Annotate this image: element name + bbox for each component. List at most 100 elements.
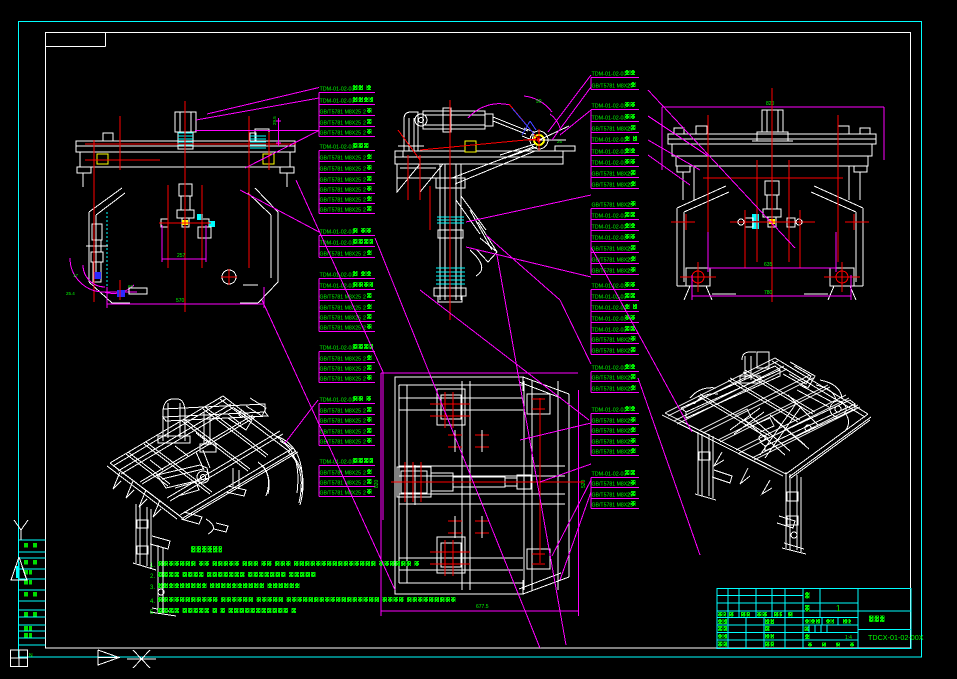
svg-text:2: 2 <box>627 387 630 393</box>
svg-text:2: 2 <box>363 430 366 436</box>
svg-text:TDM-01-02-03: TDM-01-02-03 <box>592 214 627 220</box>
svg-text:90: 90 <box>536 99 542 105</box>
svg-text:2: 2 <box>363 409 366 415</box>
svg-text:2: 2 <box>363 419 366 425</box>
svg-text:GB/T5781 M8X25: GB/T5781 M8X25 <box>592 172 634 178</box>
svg-text:2: 2 <box>363 295 366 301</box>
svg-text:GB/T5781 M8X25: GB/T5781 M8X25 <box>592 338 634 344</box>
svg-text:2: 2 <box>363 208 366 214</box>
svg-text:25: 25 <box>557 139 563 144</box>
svg-text:GB/T5781 M8X25: GB/T5781 M8X25 <box>320 419 362 425</box>
svg-text:2: 2 <box>363 131 366 137</box>
svg-text:GB/T5781 M8X25: GB/T5781 M8X25 <box>320 316 362 322</box>
svg-text:TDM-01-02-03: TDM-01-02-03 <box>592 236 627 242</box>
svg-text:GB/T5781 M8X25: GB/T5781 M8X25 <box>320 409 362 415</box>
svg-text:TDM-01-02-03: TDM-01-02-03 <box>320 241 355 247</box>
svg-text:29.5: 29.5 <box>272 116 277 125</box>
svg-text:60: 60 <box>128 284 134 289</box>
svg-text:GB/T5781 M8X25: GB/T5781 M8X25 <box>320 156 362 162</box>
svg-text:TDM-01-02-03: TDM-01-02-03 <box>320 230 355 236</box>
svg-text:2: 2 <box>363 491 366 497</box>
svg-text:2: 2 <box>627 503 630 509</box>
svg-text:25.4: 25.4 <box>66 291 75 296</box>
svg-text:GB/T5781 M8X25: GB/T5781 M8X25 <box>592 349 634 355</box>
svg-text:2: 2 <box>363 367 366 373</box>
svg-text:GB/T5781 M8X25: GB/T5781 M8X25 <box>320 491 362 497</box>
svg-text:2: 2 <box>627 482 630 488</box>
svg-text:2: 2 <box>363 198 366 204</box>
svg-text:2: 2 <box>363 471 366 477</box>
svg-text:TDM-01-02-03: TDM-01-02-03 <box>592 284 627 290</box>
svg-text:TDM-01-02-03: TDM-01-02-03 <box>592 366 627 372</box>
svg-text:2: 2 <box>627 203 630 209</box>
svg-text:TDM-01-02-03: TDM-01-02-03 <box>320 99 355 105</box>
svg-text:2: 2 <box>363 110 366 116</box>
svg-text:GB/T5781 M8X25: GB/T5781 M8X25 <box>592 183 634 189</box>
svg-text:2: 2 <box>363 306 366 312</box>
svg-text:GB/T5781 M8X25: GB/T5781 M8X25 <box>592 419 634 425</box>
svg-text:GB/T5781 M8X25: GB/T5781 M8X25 <box>320 306 362 312</box>
svg-text:2: 2 <box>363 188 366 194</box>
svg-text:1: 1 <box>836 604 841 613</box>
svg-text:2: 2 <box>627 440 630 446</box>
svg-text:GB/T5781 M8X25: GB/T5781 M8X25 <box>320 440 362 446</box>
svg-text:2: 2 <box>363 178 366 184</box>
svg-text:2: 2 <box>363 316 366 322</box>
svg-text:2: 2 <box>363 252 366 258</box>
svg-text:2: 2 <box>363 121 366 127</box>
svg-text:570: 570 <box>176 298 185 304</box>
svg-text:GB/T5781 M8X25: GB/T5781 M8X25 <box>320 471 362 477</box>
svg-text:GB/T5781 M8X25: GB/T5781 M8X25 <box>592 247 634 253</box>
svg-text:GB/T5781 M8X25: GB/T5781 M8X25 <box>592 258 634 264</box>
svg-text:GB/T5781 M8X25: GB/T5781 M8X25 <box>320 430 362 436</box>
svg-text:GB/T5781 M8X25: GB/T5781 M8X25 <box>592 376 634 382</box>
svg-text:GB/T5781 M8X25: GB/T5781 M8X25 <box>320 326 362 332</box>
svg-text:TDM-01-02-03: TDM-01-02-03 <box>320 87 355 93</box>
svg-text:GB/T5781 M8X25: GB/T5781 M8X25 <box>592 84 634 90</box>
svg-text:TDM-01-02-03: TDM-01-02-03 <box>592 150 627 156</box>
svg-text:5.: 5. <box>150 610 155 616</box>
svg-text:2: 2 <box>627 84 630 90</box>
svg-text:17: 17 <box>73 273 79 278</box>
svg-text:2: 2 <box>363 357 366 363</box>
svg-text:2: 2 <box>627 247 630 253</box>
svg-text:TDM-01-02-03: TDM-01-02-03 <box>320 145 355 151</box>
svg-text:TDM-01-02-03: TDM-01-02-03 <box>320 284 355 290</box>
svg-text:2: 2 <box>627 429 630 435</box>
svg-text:2: 2 <box>627 269 630 275</box>
svg-text:TDM-01-02-03: TDM-01-02-03 <box>592 328 627 334</box>
svg-text:TDM-01-02-03: TDM-01-02-03 <box>592 138 627 144</box>
svg-text:TDM-01-02-03: TDM-01-02-03 <box>592 104 627 110</box>
svg-text:GB/T5781 M8X25: GB/T5781 M8X25 <box>320 188 362 194</box>
svg-text:TDM-01-02-03: TDM-01-02-03 <box>592 295 627 301</box>
svg-text:GB/T5781 M8X25: GB/T5781 M8X25 <box>592 387 634 393</box>
svg-text:820: 820 <box>766 101 775 107</box>
svg-text:GB/T5781 M8X25: GB/T5781 M8X25 <box>320 110 362 116</box>
svg-text:257: 257 <box>177 253 186 259</box>
svg-text:TDM-01-02-03: TDM-01-02-03 <box>320 398 355 404</box>
svg-text:635: 635 <box>764 262 773 268</box>
svg-text:2: 2 <box>627 338 630 344</box>
svg-text:GB/T5781 M8X25: GB/T5781 M8X25 <box>320 208 362 214</box>
svg-text:2: 2 <box>627 183 630 189</box>
svg-text:2: 2 <box>627 349 630 355</box>
svg-text:TDM-01-02-03: TDM-01-02-03 <box>592 225 627 231</box>
svg-text:GB/T5781 M8X25: GB/T5781 M8X25 <box>592 482 634 488</box>
svg-text:GB/T5781 M8X25: GB/T5781 M8X25 <box>320 481 362 487</box>
svg-text:2: 2 <box>627 450 630 456</box>
svg-text:2: 2 <box>627 493 630 499</box>
svg-text:GB/T5781 M8X25: GB/T5781 M8X25 <box>592 503 634 509</box>
svg-text:TDM-01-02-03: TDM-01-02-03 <box>592 472 627 478</box>
svg-text:520: 520 <box>581 479 587 488</box>
svg-text:GB/T5781 M8X25: GB/T5781 M8X25 <box>592 493 634 499</box>
svg-text:2: 2 <box>627 419 630 425</box>
svg-text:TDM-01-02-03: TDM-01-02-03 <box>592 161 627 167</box>
svg-text:GB/T5781 M8X25: GB/T5781 M8X25 <box>320 377 362 383</box>
svg-text:2: 2 <box>363 440 366 446</box>
svg-text:GB/T5781 M8X25: GB/T5781 M8X25 <box>592 440 634 446</box>
svg-text:2: 2 <box>627 172 630 178</box>
svg-text:TDM-01-02-03: TDM-01-02-03 <box>592 72 627 78</box>
svg-text:TDM-01-02-03: TDM-01-02-03 <box>592 116 627 122</box>
svg-text:GB/T5781 M8X25: GB/T5781 M8X25 <box>320 178 362 184</box>
svg-text:GB/T5781 M8X25: GB/T5781 M8X25 <box>592 450 634 456</box>
